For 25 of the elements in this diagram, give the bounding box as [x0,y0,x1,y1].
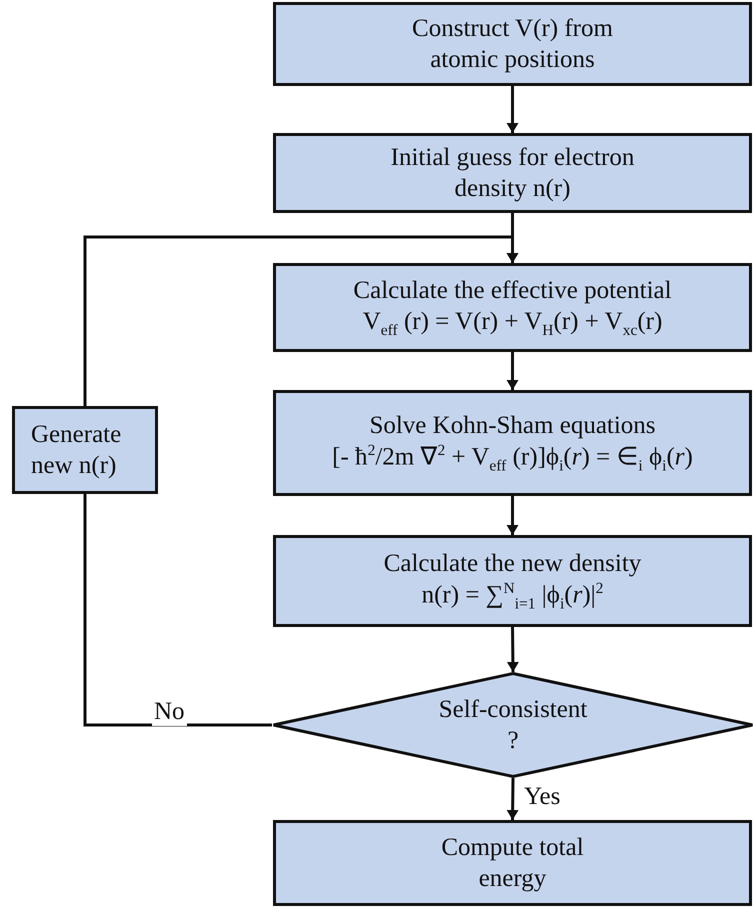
step-title: Solve Kohn-Sham equations [369,411,656,442]
process-box [12,406,158,494]
process-box [273,263,752,352]
process-box [273,820,752,906]
process-box [273,133,752,213]
step-title: Calculate the effective potential [353,276,672,306]
arrow [506,496,518,535]
arrow [506,778,519,820]
step-text: Initial guess for electron density n(r) [390,142,636,204]
decision-diamond [272,672,754,778]
step-text: Self-consistent ? [438,694,588,756]
step-text: Compute total energy [440,832,585,894]
step-title: Calculate the new density [384,549,642,580]
arrow [506,86,518,133]
step-text: Construct V(r) from atomic positions [411,14,614,75]
equation: [- ħ$^{2}$/2m ∇$^{2}$ + V$_{eff}$ (r)]ϕ$_{i}$(r) = ∈$_{i}$ ϕ$_{i}$(r) [332,441,693,476]
process-box [273,390,752,496]
process-box [273,2,752,86]
process-box [273,535,752,627]
arrow [84,236,518,406]
arrow [506,352,518,390]
equation: V$_{eff}$ (r) = V(r) + V$_{H}$(r) + V$_{xc}$(r) [362,306,662,340]
equation: n(r) = ∑$^{N}$$_{i=1}$ |ϕ$_{i}$(r)|$^{2}$ [422,579,604,614]
step-text: Generate new n(r) [31,420,122,481]
arrow [506,626,519,672]
